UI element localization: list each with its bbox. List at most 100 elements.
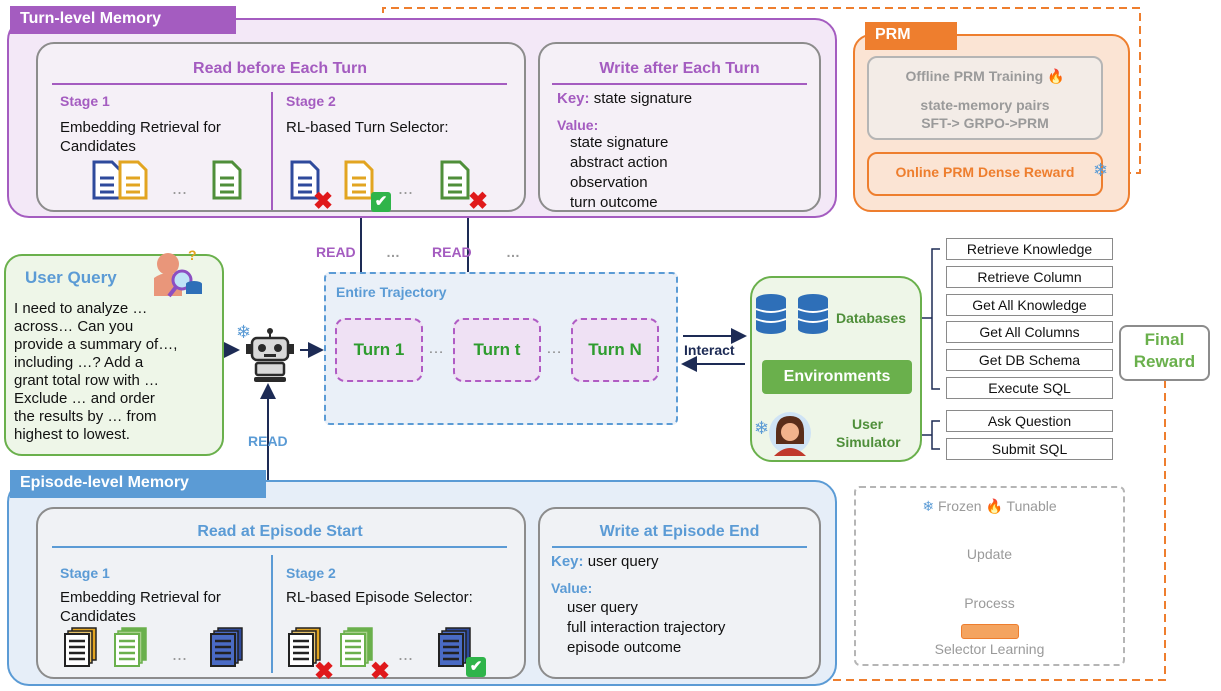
turn-value-3: observation [570,174,648,191]
user-label: User [852,416,884,432]
turn-read-divider [52,83,507,85]
snowflake-icon: ❄ [922,498,935,514]
tool-ask-question[interactable]: Ask Question [946,410,1113,432]
episode-key-label: Key: [551,553,584,570]
episode-value-label: Value: [551,580,593,596]
tool-get-all-columns[interactable]: Get All Columns [946,321,1113,343]
episode-read-divider [52,546,507,548]
read-label-episode: READ [248,433,288,449]
cross-icon: ✖ [468,188,489,215]
turn-stage1-ellipsis: ... [172,178,188,198]
episode-stage1-text-b: Candidates [60,608,136,625]
user-query-title: User Query [25,268,117,287]
user-query-line-4: including …? Add a [14,354,144,371]
episode-read-vdivider [271,555,273,673]
user-query-line-1: I need to analyze … [14,300,148,317]
episode-stage1-text-a: Embedding Retrieval for [60,589,221,606]
prm-tag: PRM [865,22,957,50]
episode-key-value: user query [587,553,659,570]
episode-stage2-ellipsis: ... [398,644,414,664]
document-stack-icon [288,627,321,667]
document-stack-icon [438,627,471,667]
turn-sep-2: … [546,340,562,357]
cross-icon: ✖ [313,188,334,215]
user-avatar-icon [769,412,811,456]
document-icon [118,160,148,200]
user-query-line-7: the results by … from [14,408,157,425]
read-label-2: READ [432,244,472,260]
snowflake-icon: ❄ [754,418,770,438]
legend-tunable: Tunable [1006,498,1057,514]
legend-frozen: Frozen [938,498,982,514]
tool-get-all-knowledge[interactable]: Get All Knowledge [946,294,1113,316]
turn-value-1: state signature [570,134,669,151]
episode-stage1-ellipsis: ... [172,644,188,664]
turn-key-label: Key: [557,90,590,107]
turn-write-key: Key: state signature [557,89,692,108]
episode-value-1: user query [567,599,638,616]
database-icon [797,294,829,334]
turn-stage1-text-b: Candidates [60,138,136,155]
tool-get-db-schema[interactable]: Get DB Schema [946,349,1113,371]
final-reward-line-1: Final [1144,330,1185,349]
tool-submit-sql[interactable]: Submit SQL [946,438,1113,460]
episode-stage1-label: Stage 1 [60,565,110,581]
final-reward-box [1119,325,1210,381]
document-stack-icon [64,627,97,667]
cross-icon: ✖ [370,658,391,685]
episode-stage2-label: Stage 2 [286,565,336,581]
interact-label: Interact [684,342,735,358]
cross-icon: ✖ [314,658,335,685]
episode-write-title: Write at Episode End [599,523,760,540]
turn-stage2-label: Stage 2 [286,93,336,109]
episode-write-key: Key: user query [551,552,659,571]
user-query-line-8: highest to lowest. [14,426,130,443]
legend-process: Process [964,595,1015,611]
fire-icon: 🔥 [985,498,1003,514]
final-reward-line-2: Reward [1133,352,1196,371]
turn-value-2: abstract action [570,154,668,171]
check-icon: ✔ [371,192,391,212]
robot-icon [246,328,294,382]
document-icon [440,160,470,200]
turn-write-box [538,42,821,212]
user-query-line-2: across… Can you [14,318,134,335]
user-search-icon: ? [154,248,202,298]
prm-offline-line1: state-memory pairs [920,97,1050,113]
document-stack-icon [114,627,147,667]
turn-box-1: Turn 1 [335,318,423,382]
read-dots-1: … [386,244,400,260]
environments-label: Environments [762,360,912,394]
user-query-line-6: Exclude … and order [14,390,155,407]
simulator-label: Simulator [836,434,901,450]
database-icon [755,294,787,334]
tool-execute-sql[interactable]: Execute SQL [946,377,1113,399]
tool-retrieve-knowledge[interactable]: Retrieve Knowledge [946,238,1113,260]
turn-stage1-text-a: Embedding Retrieval for [60,119,221,136]
episode-stage2-text: RL-based Episode Selector: [286,589,473,606]
turn-read-title: Read before Each Turn [193,60,367,77]
turn-box-t: Turn t [453,318,541,382]
turn-memory-tag: Turn-level Memory [10,6,236,34]
snowflake-icon: ❄ [236,322,252,342]
legend-update: Update [966,546,1013,562]
databases-label: Databases [836,310,907,326]
turn-key-value: state signature [593,90,693,107]
episode-value-2: full interaction trajectory [567,619,726,636]
turn-write-divider [552,83,807,85]
fire-icon: 🔥 [1047,68,1065,84]
turn-read-vdivider [271,92,273,210]
user-query-line-3: provide a summary of…, [14,336,178,353]
episode-memory-tag: Episode-level Memory [10,470,266,498]
prm-online-box [867,152,1103,196]
turn-value-4: turn outcome [570,194,658,211]
prm-offline-title-text: Offline PRM Training [905,68,1044,84]
episode-value-3: episode outcome [567,639,682,656]
document-icon [290,160,320,200]
turn-stage2-text: RL-based Turn Selector: [286,119,449,136]
tool-retrieve-column[interactable]: Retrieve Column [946,266,1113,288]
prm-offline-title: Offline PRM Training 🔥 [867,68,1103,85]
snowflake-icon: ❄ [1093,160,1109,180]
document-stack-icon [340,627,373,667]
turn-write-title: Write after Each Turn [599,60,760,77]
